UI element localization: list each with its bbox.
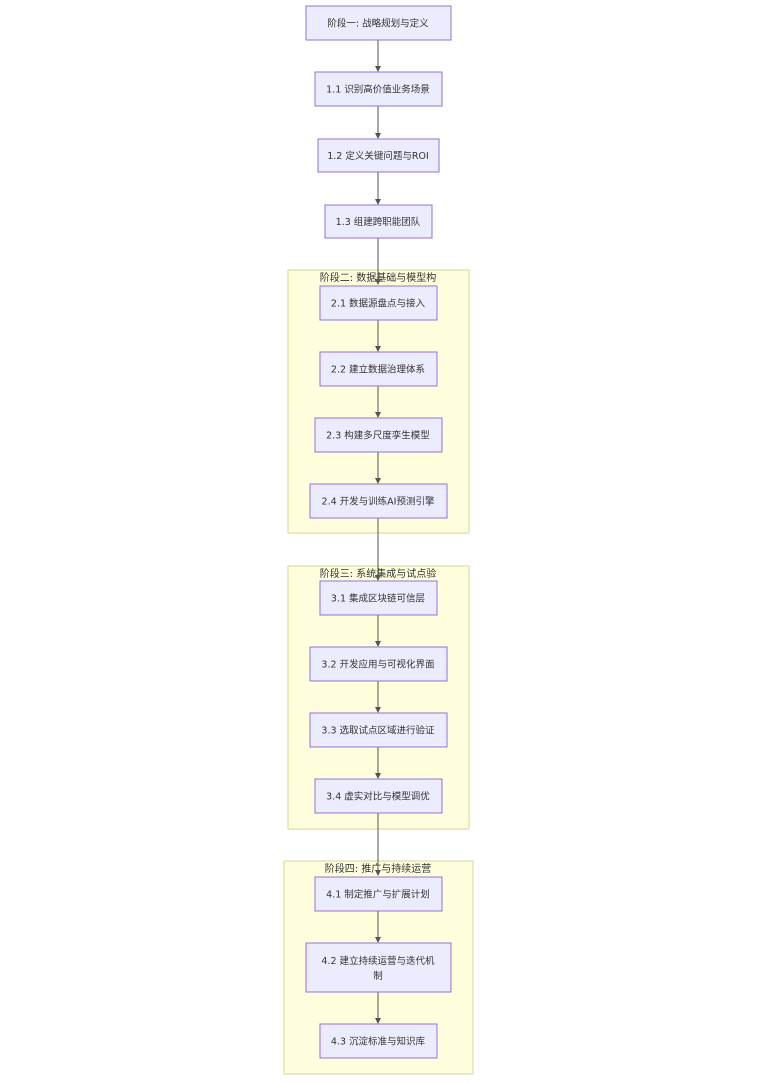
edge-2-2-to-2-3: [375, 386, 381, 418]
step-2-3-node: 2.3 构建多尺度孪生模型: [314, 417, 443, 453]
edge-2-3-to-2-4: [375, 452, 381, 484]
step-3-3-node: 3.3 选取试点区域进行验证: [309, 712, 448, 748]
edge-3-1-to-3-2: [375, 615, 381, 647]
step-4-2-node: 4.2 建立持续运营与迭代机 制: [305, 942, 452, 993]
step-4-2-label: 4.2 建立持续运营与迭代机: [321, 955, 435, 967]
step-1-2-node: 1.2 定义关键问题与ROI: [317, 138, 440, 173]
step-1-3-label: 1.3 组建跨职能团队: [336, 216, 421, 228]
step-3-3-label: 3.3 选取试点区域进行验证: [321, 725, 435, 737]
phase1-start-label: 阶段一: 战略规划与定义: [327, 18, 429, 30]
step-1-1-node: 1.1 识别高价值业务场景: [314, 71, 443, 107]
step-1-3-node: 1.3 组建跨职能团队: [324, 204, 433, 239]
step-1-1-label: 1.1 识别高价值业务场景: [326, 84, 430, 96]
step-2-2-node: 2.2 建立数据治理体系: [319, 351, 438, 387]
phase1-start-node: 阶段一: 战略规划与定义: [305, 5, 452, 41]
step-2-1-node: 2.1 数据源盘点与接入: [319, 285, 438, 321]
step-3-1-label: 3.1 集成区块链可信层: [331, 593, 425, 605]
step-3-4-label: 3.4 虚实对比与模型调优: [326, 791, 430, 803]
edge-3-4-to-phase4: [375, 813, 381, 876]
edge-2-4-to-phase3: [375, 518, 381, 581]
step-2-3-label: 2.3 构建多尺度孪生模型: [326, 430, 430, 442]
edge-1-2-to-1-3: [375, 172, 381, 205]
step-4-3-label: 4.3 沉淀标准与知识库: [331, 1036, 426, 1048]
edge-4-1-to-4-2: [375, 911, 381, 943]
step-1-2-label: 1.2 定义关键问题与ROI: [327, 150, 429, 162]
step-3-1-node: 3.1 集成区块链可信层: [319, 580, 438, 616]
step-4-1-node: 4.1 制定推广与扩展计划: [314, 876, 443, 912]
step-3-2-label: 3.2 开发应用与可视化界面: [321, 659, 434, 671]
edge-3-3-to-3-4: [375, 747, 381, 779]
edge-3-2-to-3-3: [375, 681, 381, 713]
step-2-1-label: 2.1 数据源盘点与接入: [331, 298, 426, 310]
step-4-1-label: 4.1 制定推广与扩展计划: [326, 889, 430, 901]
step-3-2-node: 3.2 开发应用与可视化界面: [309, 646, 448, 682]
step-4-3-node: 4.3 沉淀标准与知识库: [319, 1023, 438, 1059]
step-4-2-label-line2: 制: [373, 970, 383, 982]
edge-2-1-to-2-2: [375, 320, 381, 352]
edge-start-to-1-1: [375, 40, 381, 72]
step-2-4-node: 2.4 开发与训练AI预测引擎: [309, 483, 448, 519]
step-2-2-label: 2.2 建立数据治理体系: [331, 364, 425, 376]
step-3-4-node: 3.4 虚实对比与模型调优: [314, 778, 443, 814]
edge-4-2-to-4-3: [375, 992, 381, 1024]
edge-1-1-to-1-2: [375, 106, 381, 139]
edge-1-3-to-phase2: [375, 238, 381, 285]
step-2-4-label: 2.4 开发与训练AI预测引擎: [322, 496, 435, 508]
